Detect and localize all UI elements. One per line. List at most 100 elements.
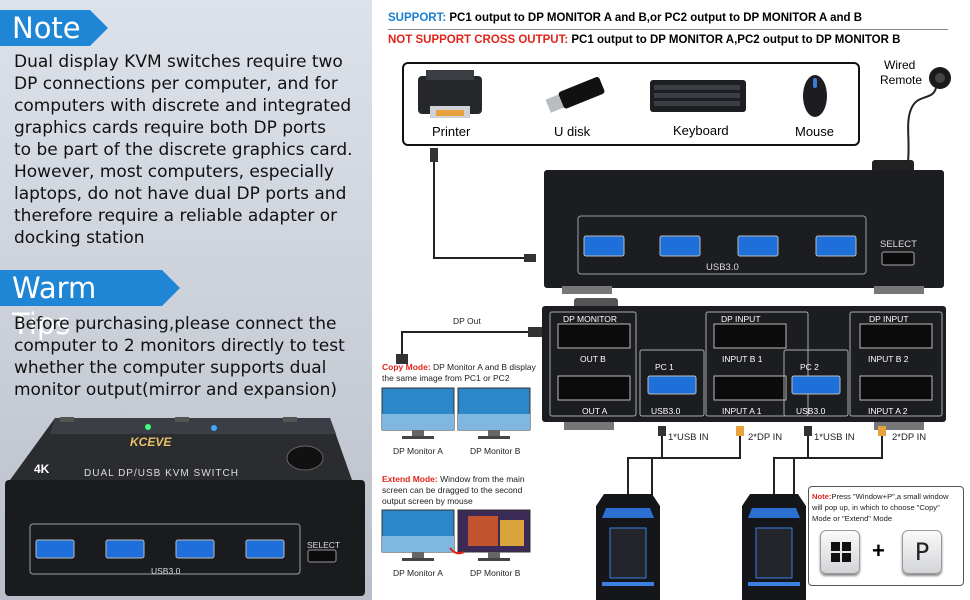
note-line-4: graphics cards require both DP ports <box>14 118 326 138</box>
windows-logo-icon <box>831 542 851 562</box>
support-label: SUPPORT: <box>388 12 447 24</box>
rear-input-a2-label: INPUT A 2 <box>868 406 908 416</box>
usb-port-1 <box>35 539 75 559</box>
dp-out-cable <box>396 327 542 364</box>
note-line-8: therefore require a reliable adapter or <box>14 206 338 226</box>
front-usb-label: USB3.0 <box>706 262 739 273</box>
extend-mode-line-1: Extend Mode: Window from the main <box>382 474 525 485</box>
usb-port-4 <box>245 539 285 559</box>
device-4k-badge: 4K <box>34 462 50 476</box>
note-line-2: DP connections per computer, and for <box>14 74 338 94</box>
rear-input-b1-label: INPUT B 1 <box>722 354 763 364</box>
hdmi-select-port <box>307 549 337 563</box>
device-usb-label: USB3.0 <box>151 566 181 576</box>
rear-pc2-label: PC 2 <box>800 362 819 372</box>
printer-icon <box>418 70 482 118</box>
copy-mode-line-1: Copy Mode: DP Monitor A and B display <box>382 362 536 373</box>
support-text: PC1 output to DP MONITOR A and B,or PC2 … <box>446 12 863 24</box>
rear-input-b2-label: INPUT B 2 <box>868 354 909 364</box>
usb-port-3 <box>175 539 215 559</box>
front-select-label: SELECT <box>880 239 917 250</box>
right-panel: SUPPORT: PC1 output to DP MONITOR A and … <box>372 0 970 600</box>
note-line-6: However, most computers, especially <box>14 162 334 182</box>
warm-tips-line-4: monitor output(mirror and expansion) <box>14 380 337 400</box>
device-model-label: DUAL DP/USB KVM SWITCH <box>84 468 239 479</box>
peripherals-box <box>402 62 860 146</box>
p-key-label: P <box>914 538 930 566</box>
usb-cable-lines <box>430 148 536 262</box>
front-usb-port-4 <box>815 235 857 257</box>
p-key-icon: P <box>902 530 942 574</box>
rear-out-a-label: OUT A <box>582 406 608 416</box>
note-line-3: computers with discrete and integrated <box>14 96 352 116</box>
rear-usb-port-pc2 <box>791 375 841 395</box>
note-line-9: docking station <box>14 228 145 248</box>
copy-mode-monitors <box>381 387 531 439</box>
extend-mode-monitor-b: DP Monitor B <box>470 568 521 578</box>
left-panel: Note Dual display KVM switches require t… <box>0 0 372 600</box>
warm-tips-heading: Warm Tips <box>0 270 180 341</box>
pc-cable-lines <box>627 426 886 496</box>
rear-out-b-label: OUT B <box>580 354 606 364</box>
wired-remote-label-2: Remote <box>880 73 923 87</box>
pc-tower-1-icon <box>596 494 660 600</box>
usb-in-label-1: 1*USB IN <box>668 432 709 443</box>
extend-mode-line-3: output screen by mouse <box>382 496 473 506</box>
shortcut-note-line-2: will pop up, in which to choose "Copy" <box>812 503 940 512</box>
note-line-1: Dual display KVM switches require two <box>14 52 343 72</box>
pc-tower-2-icon <box>742 494 806 600</box>
warm-tips-line-3: whether the computer supports dual <box>14 358 327 378</box>
rear-input-a1-label: INPUT A 1 <box>722 406 762 416</box>
not-support-label: NOT SUPPORT CROSS OUTPUT: <box>388 34 569 46</box>
peripheral-label-u-disk: U disk <box>554 124 591 139</box>
extend-mode-monitors <box>381 509 531 561</box>
rear-dp-input-1-label: DP INPUT <box>721 314 761 324</box>
usb-port-2 <box>105 539 145 559</box>
wired-remote-label-1: Wired <box>884 58 916 72</box>
note-line-7: laptops, do not have dual DP ports and <box>14 184 347 204</box>
rear-usb-port-pc1 <box>647 375 697 395</box>
front-hdmi-port <box>881 251 915 266</box>
dp-out-label: DP Out <box>453 316 481 326</box>
shortcut-note-label: Note: <box>812 492 832 501</box>
rear-usb-label-2: USB3.0 <box>796 406 826 416</box>
extend-mode-text-1: Window from the main <box>437 474 525 484</box>
front-usb-port-3 <box>737 235 779 257</box>
peripheral-label-printer: Printer <box>432 124 471 139</box>
rear-dp-input-2-label: DP INPUT <box>869 314 909 324</box>
shortcut-note-line-3: Mode or "Extend" Mode <box>812 514 893 523</box>
device-select-label: SELECT <box>307 540 341 550</box>
warm-tips-line-1: Before purchasing,please connect the <box>14 314 337 334</box>
keyboard-icon <box>650 80 746 112</box>
note-heading: Note <box>0 10 108 46</box>
copy-mode-line-2: the same image from PC1 or PC2 <box>382 373 510 383</box>
copy-mode-text-1: DP Monitor A and B display <box>430 362 536 372</box>
copy-mode-monitor-b: DP Monitor B <box>470 446 521 456</box>
warm-tips-line-2: computer to 2 monitors directly to test <box>14 336 345 356</box>
dp-in-label-2: 2*DP IN <box>892 432 927 443</box>
support-underline <box>388 29 948 30</box>
front-usb-port-2 <box>659 235 701 257</box>
rear-dp-monitor-label: DP MONITOR <box>563 314 617 324</box>
windows-key-icon <box>820 530 860 574</box>
select-knob <box>286 445 324 471</box>
shortcut-note-text-1: Press "Window+P",a small window <box>831 492 949 501</box>
kvm-device-photo <box>5 417 365 596</box>
extend-mode-label: Extend Mode: <box>382 474 438 484</box>
not-support-text: PC1 output to DP MONITOR A,PC2 output to… <box>568 34 901 46</box>
usb-in-label-2: 1*USB IN <box>814 432 855 443</box>
support-line: SUPPORT: PC1 output to DP MONITOR A and … <box>388 12 862 24</box>
peripheral-label-mouse: Mouse <box>795 124 835 139</box>
led-green-icon <box>145 424 151 430</box>
device-brand: KCEVE <box>130 435 172 449</box>
front-usb-port-1 <box>583 235 625 257</box>
kvm-rear-panel <box>542 298 946 430</box>
copy-mode-label: Copy Mode: <box>382 362 431 372</box>
shortcut-plus: + <box>872 538 885 563</box>
led-blue-icon <box>211 425 217 431</box>
rear-usb-label-1: USB3.0 <box>651 406 681 416</box>
shortcut-note-line-1: Note:Press "Window+P",a small window <box>812 491 948 502</box>
extend-mode-monitor-a: DP Monitor A <box>393 568 443 578</box>
note-line-5: to be part of the discrete graphics card… <box>14 140 353 160</box>
rear-pc1-label: PC 1 <box>655 362 674 372</box>
